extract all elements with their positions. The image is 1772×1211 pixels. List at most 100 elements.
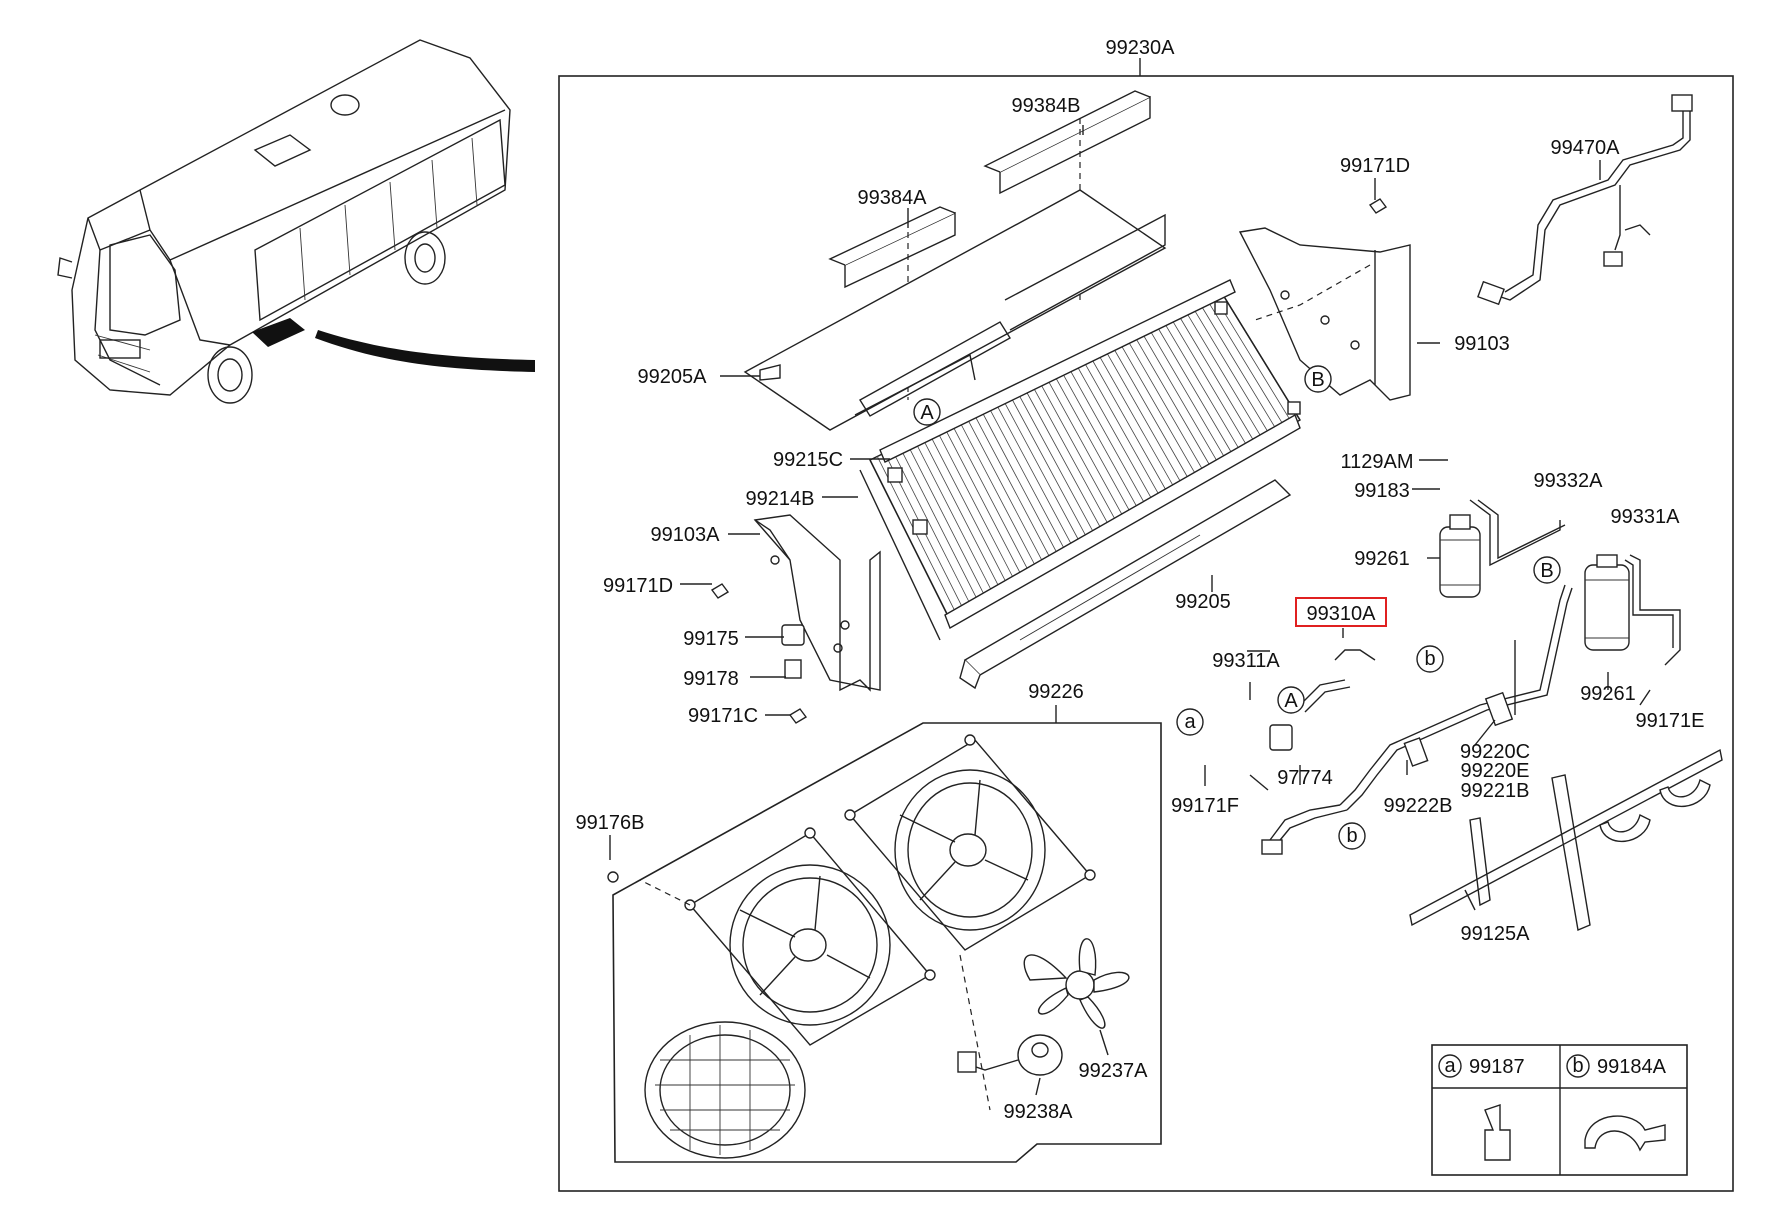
condenser-fin bbox=[1066, 364, 1148, 508]
condenser-fin bbox=[942, 424, 1024, 579]
condenser-fin bbox=[1154, 321, 1235, 458]
legend-box: a 99187 b 99184A bbox=[1431, 1044, 1688, 1176]
left-fasteners bbox=[710, 198, 1388, 724]
condenser-fin bbox=[1015, 388, 1097, 537]
condenser-fin bbox=[1022, 385, 1104, 533]
condenser-fin bbox=[1000, 396, 1082, 546]
part-label-99310A: 99310A bbox=[1307, 603, 1377, 625]
receiver-driers bbox=[1439, 514, 1630, 651]
part-label-99183: 99183 bbox=[1354, 480, 1410, 502]
part-label-99205A: 99205A bbox=[638, 366, 708, 388]
condenser-fin bbox=[891, 449, 973, 608]
condenser-fin bbox=[1110, 342, 1191, 483]
condenser-fin bbox=[949, 420, 1031, 575]
part-label-99176B: 99176B bbox=[576, 812, 645, 834]
condenser-fin bbox=[935, 427, 1016, 583]
condenser-fin bbox=[1190, 303, 1272, 437]
legend-part-b: 99184A bbox=[1597, 1056, 1667, 1078]
assembly-frame: 99230A bbox=[558, 37, 1734, 1192]
part-label-99215C: 99215C bbox=[773, 449, 843, 471]
condenser-fin bbox=[1095, 350, 1177, 492]
side-bracket-right bbox=[1238, 227, 1411, 401]
condenser-fin bbox=[1073, 360, 1155, 504]
condenser-fin bbox=[1051, 371, 1133, 517]
legend-marker-a: a bbox=[1444, 1055, 1456, 1077]
part-label-97774: 97774 bbox=[1277, 767, 1333, 789]
condenser-fin bbox=[1102, 346, 1184, 487]
part-label-99175: 99175 bbox=[683, 628, 739, 650]
part-label-99171D-left: 99171D bbox=[603, 575, 673, 597]
mounting-bracket bbox=[1409, 748, 1723, 931]
fan-motor bbox=[957, 1034, 1063, 1076]
wiring-harness bbox=[1477, 94, 1693, 306]
part-label-99261-b: 99261 bbox=[1580, 683, 1636, 705]
condenser-fin bbox=[1183, 307, 1264, 442]
part-labels: 99384B 99384A 99171D 99470A 99205A 99103… bbox=[576, 95, 1705, 1123]
part-label-99205: 99205 bbox=[1175, 591, 1231, 613]
callout-B-mid: B bbox=[1540, 560, 1553, 582]
part-label-99238A: 99238A bbox=[1004, 1101, 1074, 1123]
condenser-fin bbox=[979, 406, 1060, 558]
condenser-fin bbox=[1139, 328, 1221, 467]
part-label-99261-a: 99261 bbox=[1354, 548, 1410, 570]
part-label-99220E: 99220E bbox=[1461, 760, 1530, 782]
condenser-fin bbox=[1059, 367, 1140, 512]
callout-a-left: a bbox=[1184, 711, 1196, 733]
fan-blade bbox=[1023, 938, 1130, 1029]
highlight-box bbox=[1295, 597, 1387, 627]
condenser-fin bbox=[913, 438, 995, 596]
condenser-fin bbox=[971, 410, 1053, 562]
side-bracket-left bbox=[753, 514, 881, 692]
seal-strips bbox=[828, 90, 1151, 400]
part-label-99171C: 99171C bbox=[688, 705, 758, 727]
condenser-fin bbox=[1081, 357, 1162, 500]
upper-bracket bbox=[743, 189, 1167, 431]
callout-b-bot: b bbox=[1346, 825, 1357, 847]
condenser-fin bbox=[1117, 339, 1199, 479]
condenser-fin bbox=[1132, 332, 1213, 471]
part-label-99221B: 99221B bbox=[1461, 780, 1530, 802]
condenser-fin bbox=[1161, 318, 1243, 454]
part-label-99171D-top: 99171D bbox=[1340, 155, 1410, 177]
callout-A-mid: A bbox=[1284, 690, 1298, 712]
part-label-99178: 99178 bbox=[683, 668, 739, 690]
callout-B-top: B bbox=[1311, 369, 1324, 391]
part-label-99171E: 99171E bbox=[1636, 710, 1705, 732]
callouts: A B B A a b b bbox=[913, 365, 1561, 850]
bus-illustration bbox=[57, 39, 535, 404]
condenser-fin bbox=[1175, 311, 1257, 446]
part-label-99311A: 99311A bbox=[1212, 650, 1280, 672]
part-label-99384A: 99384A bbox=[858, 187, 928, 209]
condenser-fin bbox=[986, 403, 1068, 554]
part-label-99171F: 99171F bbox=[1171, 795, 1239, 817]
condenser-fin bbox=[1168, 314, 1250, 450]
part-label-99103A: 99103A bbox=[651, 524, 721, 546]
condenser-fin bbox=[964, 413, 1046, 567]
condenser-fin bbox=[1037, 378, 1119, 525]
condenser-fin bbox=[1197, 300, 1279, 433]
condenser-fin bbox=[906, 442, 987, 600]
part-label-99214B: 99214B bbox=[746, 488, 815, 510]
legend-part-a: 99187 bbox=[1469, 1056, 1525, 1078]
condenser-fin bbox=[927, 431, 1009, 587]
part-label-99222B: 99222B bbox=[1384, 795, 1453, 817]
part-label-99237A: 99237A bbox=[1079, 1060, 1149, 1082]
fan-shroud-assembly bbox=[607, 705, 1162, 1163]
condenser-fin bbox=[876, 456, 958, 617]
callout-A-top: A bbox=[920, 402, 934, 424]
part-label-99384B: 99384B bbox=[1012, 95, 1081, 117]
part-label-99103: 99103 bbox=[1454, 333, 1510, 355]
condenser-fin bbox=[1146, 325, 1228, 462]
condenser-fin bbox=[1088, 353, 1170, 496]
callout-b-top: b bbox=[1424, 648, 1435, 670]
condenser-fin bbox=[1212, 293, 1294, 425]
lower-bracket bbox=[959, 479, 1292, 690]
condenser-fin bbox=[1124, 335, 1206, 475]
part-label-99220C: 99220C bbox=[1460, 741, 1530, 763]
part-label-99470A: 99470A bbox=[1551, 137, 1621, 159]
condenser-fin bbox=[993, 399, 1075, 550]
condenser-fin bbox=[1044, 374, 1126, 521]
part-label-99125A: 99125A bbox=[1461, 923, 1531, 945]
condenser-fin bbox=[957, 417, 1038, 571]
part-label-99331A: 99331A bbox=[1611, 506, 1681, 528]
